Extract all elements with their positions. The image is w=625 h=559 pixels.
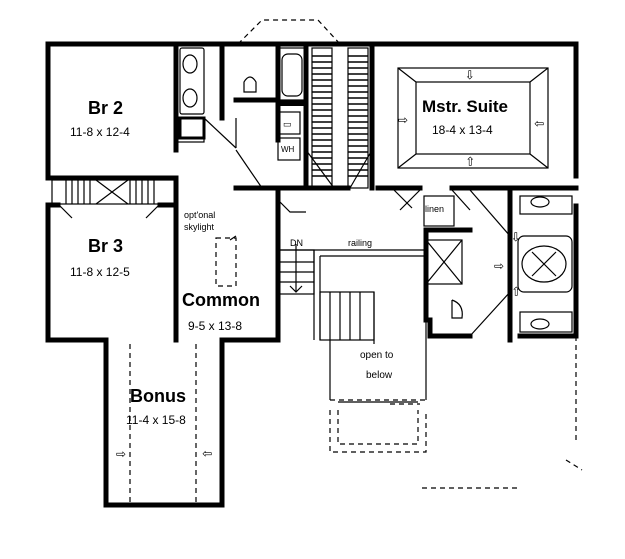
master-tray-ceiling: ⇨ ⇨ ⇨ ⇨ bbox=[397, 67, 549, 169]
room-labels: Br 2 11-8 x 12-4 Br 3 11-8 x 12-5 Mstr. … bbox=[70, 97, 508, 427]
svg-text:⇨: ⇨ bbox=[509, 286, 523, 296]
lower-roofline bbox=[390, 336, 583, 489]
bonus-ceiling-lines: ⇨ ⇨ bbox=[116, 344, 212, 505]
svg-text:⇨: ⇨ bbox=[463, 70, 477, 80]
svg-text:▭: ▭ bbox=[283, 119, 292, 129]
exterior-walls bbox=[45, 41, 579, 508]
br2-fixtures bbox=[175, 116, 237, 149]
svg-text:⇨: ⇨ bbox=[534, 117, 544, 131]
common-dims: 9-5 x 13-8 bbox=[188, 319, 242, 333]
br3-name: Br 3 bbox=[88, 236, 123, 256]
master-closet-shelves bbox=[305, 47, 373, 189]
svg-text:⇨: ⇨ bbox=[398, 113, 408, 127]
closet-shelves bbox=[51, 179, 177, 219]
svg-text:⇨: ⇨ bbox=[116, 447, 126, 461]
railing-label: railing bbox=[348, 238, 372, 248]
bonus-dims: 11-4 x 15-8 bbox=[126, 413, 186, 427]
bay-window-outline bbox=[237, 19, 341, 45]
svg-text:⇨: ⇨ bbox=[463, 156, 477, 166]
optional-skylight bbox=[215, 235, 237, 287]
hall-bath-fixtures: ▭ WH bbox=[179, 47, 307, 189]
common-name: Common bbox=[182, 290, 260, 310]
master-dims: 18-4 x 13-4 bbox=[432, 123, 493, 137]
open-to-below-label-2: below bbox=[366, 370, 393, 381]
svg-text:⇨: ⇨ bbox=[494, 259, 504, 273]
svg-text:⇨: ⇨ bbox=[509, 232, 523, 242]
stair-and-railing bbox=[277, 187, 426, 344]
svg-text:WH: WH bbox=[281, 145, 295, 154]
open-to-below-area bbox=[329, 320, 427, 453]
master-bath-fixtures: ⇨ ⇨ ⇨ bbox=[425, 189, 573, 337]
br2-name: Br 2 bbox=[88, 98, 123, 118]
bonus-name: Bonus bbox=[130, 386, 186, 406]
master-name: Mstr. Suite bbox=[422, 97, 508, 116]
br3-dims: 11-8 x 12-5 bbox=[70, 265, 130, 279]
svg-text:linen: linen bbox=[425, 204, 444, 214]
dn-label: DN bbox=[290, 238, 303, 248]
open-to-below-label-1: open to bbox=[360, 350, 394, 361]
svg-text:⇨: ⇨ bbox=[202, 447, 212, 461]
linen-closet: linen bbox=[399, 189, 471, 227]
skylight-label-1: opt'onal bbox=[184, 210, 215, 220]
plan-notes: opt'onal skylight DN railing open to bel… bbox=[184, 210, 394, 381]
br2-dims: 11-8 x 12-4 bbox=[70, 125, 130, 139]
skylight-label-2: skylight bbox=[184, 222, 215, 232]
